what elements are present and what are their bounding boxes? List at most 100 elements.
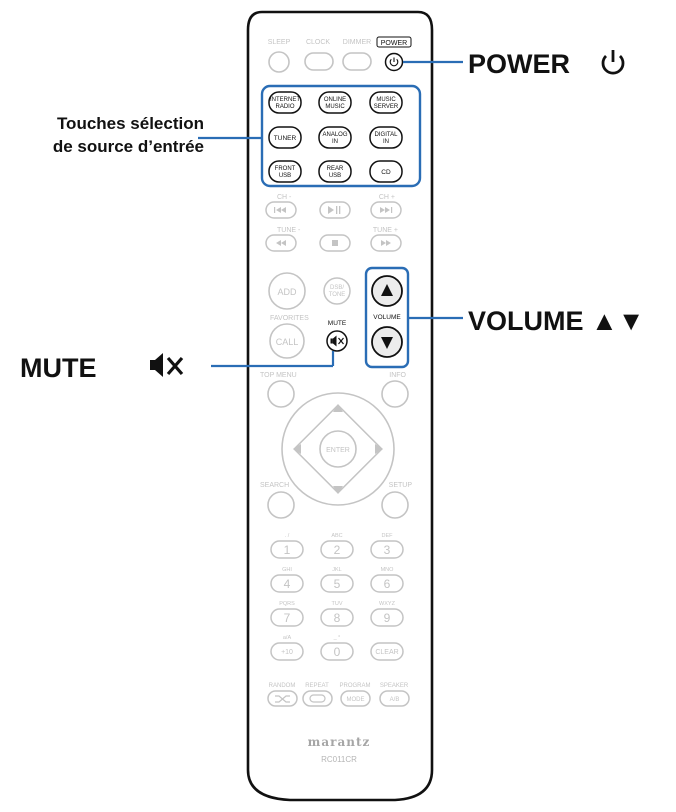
keypad-button[interactable]: 3	[370, 540, 404, 559]
front-usb-button[interactable]: FRONT USB	[268, 160, 302, 183]
keypad-sub-label: a/A	[283, 635, 292, 641]
power-callout: POWER	[468, 49, 625, 79]
keypad-button[interactable]: 6	[370, 574, 404, 593]
keypad-sub-label: TUV	[332, 601, 343, 607]
random-button[interactable]	[267, 690, 298, 707]
svg-text:USB: USB	[329, 173, 341, 179]
mute-callout-label: MUTE	[20, 353, 97, 383]
enter-button[interactable]: ENTER	[319, 430, 357, 468]
svg-text:TONE: TONE	[329, 292, 346, 298]
setup-button[interactable]	[381, 491, 409, 519]
skip-forward-button[interactable]	[370, 201, 402, 219]
clock-button[interactable]	[304, 52, 334, 71]
cd-button[interactable]: CD	[369, 160, 403, 183]
skip-back-icon	[274, 207, 286, 213]
sleep-label: SLEEP	[268, 39, 291, 46]
info-label: INFO	[389, 372, 406, 379]
power-icon	[389, 57, 399, 67]
dimmer-button[interactable]	[342, 52, 372, 71]
power-icon	[601, 50, 625, 75]
svg-text:REAR: REAR	[327, 166, 344, 172]
keypad-button[interactable]: 4	[270, 574, 304, 593]
info-button[interactable]	[381, 380, 409, 408]
arrow-up-icon	[381, 284, 393, 296]
repeat-label: REPEAT	[305, 683, 329, 689]
keypad-sub-label: . /	[285, 533, 290, 539]
svg-text:MUSIC: MUSIC	[376, 97, 396, 103]
keypad-key-label: 6	[384, 577, 391, 591]
cursor-up-button[interactable]	[333, 404, 343, 412]
stop-icon	[332, 240, 338, 246]
speaker-ab-button[interactable]: A/B	[379, 690, 410, 707]
add-button[interactable]: ADD	[268, 272, 306, 310]
keypad-key-label: CLEAR	[375, 649, 398, 656]
dsb-tone-button[interactable]: DSB/ TONE	[323, 277, 351, 305]
search-button[interactable]	[267, 491, 295, 519]
volume-callout-label: VOLUME ▲▼	[468, 306, 644, 336]
volume-label: VOLUME	[373, 314, 401, 321]
keypad-button[interactable]: +10	[270, 642, 304, 661]
music-server-button[interactable]: MUSIC SERVER	[369, 91, 403, 114]
keypad-button[interactable]: 1	[270, 540, 304, 559]
call-button[interactable]: CALL	[269, 323, 305, 359]
svg-text:USB: USB	[279, 173, 291, 179]
keypad-button[interactable]: CLEAR	[370, 642, 404, 661]
svg-text:CALL: CALL	[276, 337, 299, 347]
cursor-left-button[interactable]	[293, 444, 301, 454]
repeat-button[interactable]	[302, 690, 333, 707]
keypad-key-label: +10	[281, 649, 293, 656]
internet-radio-button[interactable]: INTERNET RADIO	[268, 91, 302, 114]
keypad-button[interactable]: 9	[370, 608, 404, 627]
volume-down-button[interactable]	[371, 326, 403, 358]
power-label: POWER	[381, 40, 407, 47]
keypad-button[interactable]: 8	[320, 608, 354, 627]
keypad-key-label: 8	[334, 611, 341, 625]
svg-text:SERVER: SERVER	[374, 104, 399, 110]
skip-forward-icon	[380, 207, 393, 213]
rewind-icon	[276, 240, 286, 246]
fast-forward-button[interactable]	[370, 234, 402, 252]
svg-text:INTERNET: INTERNET	[270, 97, 300, 103]
stop-button[interactable]	[319, 234, 351, 252]
tune-plus-label: TUNE +	[373, 227, 398, 234]
top-menu-button[interactable]	[267, 380, 295, 408]
digital-in-button[interactable]: DIGITAL IN	[369, 126, 403, 149]
skip-back-button[interactable]	[265, 201, 297, 219]
svg-text:DIGITAL: DIGITAL	[375, 132, 399, 138]
keypad-button[interactable]: 0	[320, 642, 354, 661]
play-pause-button[interactable]	[319, 201, 351, 219]
keypad-sub-label: ABC	[331, 533, 342, 539]
svg-text:ADD: ADD	[277, 287, 297, 297]
keypad-key-label: 3	[384, 543, 391, 557]
volume-up-button[interactable]	[371, 275, 403, 307]
keypad-sub-label: _ °	[333, 635, 341, 641]
ch-minus-label: CH -	[277, 194, 292, 201]
speaker-mute-icon	[330, 335, 344, 347]
cursor-right-button[interactable]	[375, 444, 383, 454]
keypad-button[interactable]: 5	[320, 574, 354, 593]
svg-text:IN: IN	[383, 139, 389, 145]
cursor-down-icon	[333, 486, 343, 494]
arrow-down-icon	[381, 337, 393, 349]
rear-usb-button[interactable]: REAR USB	[318, 160, 352, 183]
program-mode-button[interactable]: MODE	[340, 690, 371, 707]
rewind-button[interactable]	[265, 234, 297, 252]
input-source-highlight	[260, 84, 422, 188]
keypad-button[interactable]: 7	[270, 608, 304, 627]
online-music-button[interactable]: ONLINE MUSIC	[318, 91, 352, 114]
svg-text:FRONT: FRONT	[275, 166, 296, 172]
keypad-button[interactable]: 2	[320, 540, 354, 559]
speaker-label: SPEAKER	[380, 683, 409, 689]
sleep-button[interactable]	[268, 51, 290, 73]
tuner-button[interactable]: TUNER	[268, 126, 302, 149]
svg-text:ANALOG: ANALOG	[322, 132, 347, 138]
mute-button[interactable]	[326, 330, 348, 352]
analog-in-button[interactable]: ANALOG IN	[318, 126, 352, 149]
cursor-down-button[interactable]	[333, 486, 343, 494]
play-pause-icon	[328, 206, 341, 214]
svg-text:MODE: MODE	[347, 697, 365, 703]
brand-logo: marantz	[308, 735, 371, 749]
input-select-callout-line2: de source d’entrée	[53, 137, 204, 156]
power-button[interactable]	[384, 52, 404, 72]
keypad-sub-label: GHI	[282, 567, 292, 573]
